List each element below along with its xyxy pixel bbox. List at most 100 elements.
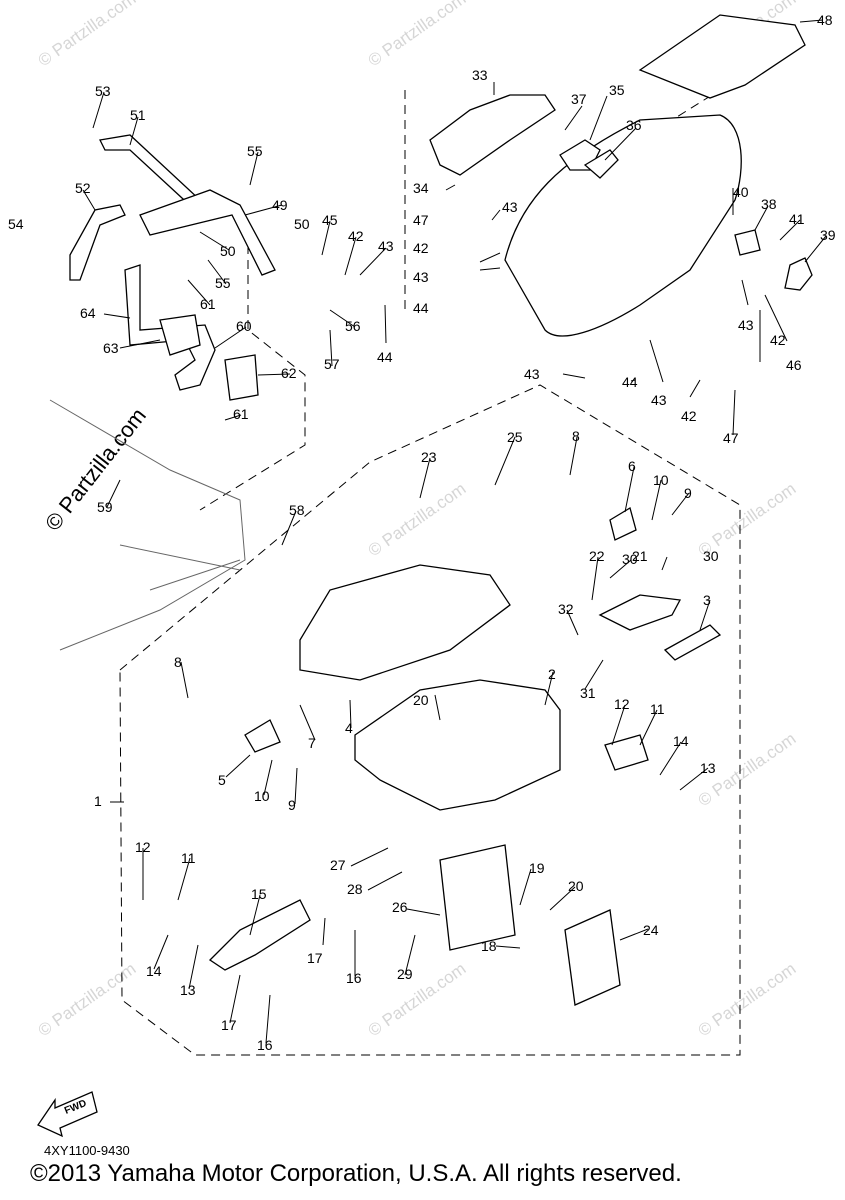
hinge-11 [604,734,649,771]
part-label-10: 10 [254,788,270,804]
part-label-48: 48 [817,12,833,28]
saddlebag-shell [504,114,742,337]
part-label-14: 14 [673,733,689,749]
part-label-18: 18 [481,938,497,954]
part-label-43: 43 [524,366,540,382]
part-label-50: 50 [294,216,310,232]
part-label-13: 13 [180,982,196,998]
cover-pad-48 [638,14,806,99]
cover-39 [784,257,813,291]
part-label-63: 63 [103,340,119,356]
part-label-55: 55 [247,143,263,159]
part-label-12: 12 [614,696,630,712]
part-label-42: 42 [413,240,429,256]
part-label-40: 40 [733,184,749,200]
part-label-61: 61 [200,296,216,312]
lid-4 [299,564,511,681]
base-2 [354,679,561,811]
part-label-5: 5 [218,772,226,788]
part-label-31: 31 [580,685,596,701]
part-label-16: 16 [257,1037,273,1053]
part-label-42: 42 [681,408,697,424]
part-label-8: 8 [174,654,182,670]
part-label-46: 46 [786,357,802,373]
part-label-14: 14 [146,963,162,979]
part-label-2: 2 [548,666,556,682]
copyright-notice: ©2013 Yamaha Motor Corporation, U.S.A. A… [30,1160,682,1187]
part-label-62: 62 [281,365,297,381]
part-label-51: 51 [130,107,146,123]
frame-outline [49,399,246,651]
mount-group-outline [199,90,406,511]
part-label-52: 52 [75,180,91,196]
part-label-29: 29 [397,966,413,982]
part-label-37: 37 [571,91,587,107]
part-label-23: 23 [421,449,437,465]
part-label-35: 35 [609,82,625,98]
part-label-21: 21 [632,548,648,564]
part-label-39: 39 [820,227,836,243]
part-label-22: 22 [589,548,605,564]
hinge-5 [244,719,281,753]
part-label-26: 26 [392,899,408,915]
part-label-50: 50 [220,243,236,259]
part-label-1: 1 [94,793,102,809]
cover-plate-21 [598,594,682,631]
part-label-12: 12 [135,839,151,855]
part-label-25: 25 [507,429,523,445]
part-label-27: 27 [330,857,346,873]
part-label-43: 43 [502,199,518,215]
part-label-24: 24 [643,922,659,938]
part-label-61: 61 [233,406,249,422]
part-label-20: 20 [568,878,584,894]
part-label-64: 64 [80,305,96,321]
part-label-11: 11 [650,701,665,717]
part-label-44: 44 [622,374,638,390]
part-label-9: 9 [288,797,296,813]
hinge-6 [609,507,637,541]
part-label-38: 38 [761,196,777,212]
part-label-32: 32 [558,601,574,617]
pad-62 [224,354,259,401]
stay-52 [69,204,126,281]
part-label-20: 20 [413,692,429,708]
part-label-7: 7 [308,735,316,751]
part-label-30: 30 [703,548,719,564]
handle-15 [208,899,311,971]
drawing-code: 4XY1100-9430 [44,1143,130,1158]
part-label-3: 3 [703,592,711,608]
part-label-30: 30 [622,551,638,567]
part-label-47: 47 [723,430,739,446]
part-label-42: 42 [770,332,786,348]
part-label-53: 53 [95,83,111,99]
part-label-59: 59 [97,499,113,515]
part-label-43: 43 [738,317,754,333]
part-label-17: 17 [221,1017,237,1033]
latch-38 [734,229,761,256]
bracket-33 [429,94,556,176]
bracket-63 [159,314,201,356]
part-label-58: 58 [289,502,305,518]
part-label-43: 43 [413,269,429,285]
fwd-arrow-icon [37,1091,98,1138]
part-label-11: 11 [181,850,196,866]
part-label-13: 13 [700,760,716,776]
part-label-44: 44 [377,349,393,365]
part-label-10: 10 [653,472,669,488]
part-label-6: 6 [628,458,636,474]
part-label-16: 16 [346,970,362,986]
part-label-43: 43 [378,238,394,254]
part-label-9: 9 [684,485,692,501]
strip-3 [663,624,722,661]
part-label-49: 49 [272,197,288,213]
part-label-17: 17 [307,950,323,966]
bracket-49 [139,189,276,276]
part-label-36: 36 [626,117,642,133]
part-label-45: 45 [322,212,338,228]
part-label-28: 28 [347,881,363,897]
part-label-43: 43 [651,392,667,408]
part-label-55: 55 [215,275,231,291]
part-label-44: 44 [413,300,429,316]
